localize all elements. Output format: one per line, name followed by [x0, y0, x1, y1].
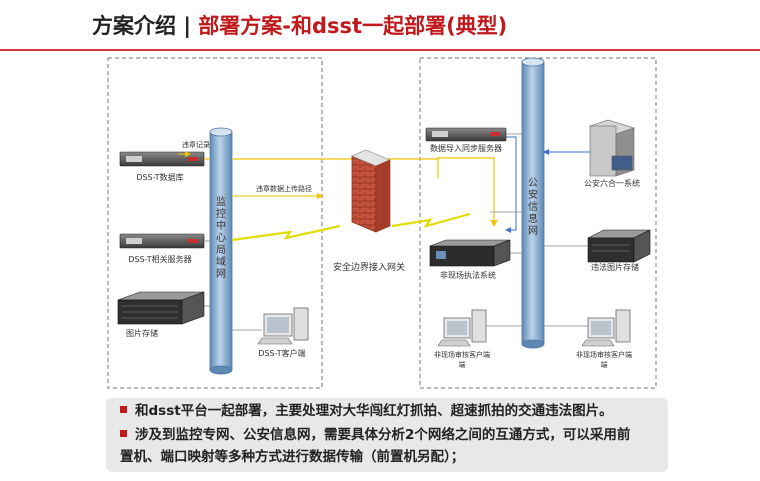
title-separator: | [183, 14, 191, 38]
review-client-2-label: 非现场审核客户端 [576, 350, 632, 359]
dss-db-label: DSS-T数据库 [136, 172, 183, 182]
police-system-label: 公安六合一系统 [584, 178, 640, 188]
notes-panel: 和dsst平台一起部署，主要处理对大华闯红灯抓拍、超速抓拍的交通违法图片。 涉及… [106, 398, 668, 472]
enforcement-system-label: 非现场执法系统 [440, 270, 496, 280]
violation-record-label: 违章记录 [182, 140, 210, 149]
note-line-2: 涉及到监控专网、公安信息网，需要具体分析2个网络之间的互通方式，可以采用前 [135, 427, 631, 443]
title-divider [0, 49, 760, 51]
violation-upload-path-line [232, 157, 494, 226]
title-main: 方案介绍 [92, 14, 176, 38]
lightning-link-icon [391, 212, 471, 228]
violation-image-storage-label: 违法图片存储 [591, 262, 639, 272]
note-bullet-1: 和dsst平台一起部署，主要处理对大华闯红灯抓拍、超速抓拍的交通违法图片。 [120, 400, 613, 422]
storage-array-icon [587, 229, 651, 263]
bullet-square-icon [120, 405, 127, 413]
monitoring-zone-box [107, 57, 323, 389]
note-line-1: 和dsst平台一起部署，主要处理对大华闯红灯抓拍、超速抓拍的交通违法图片。 [135, 403, 613, 419]
firewall-icon [351, 149, 391, 233]
blue-flow-arrow [505, 136, 517, 233]
rack-server-icon [119, 233, 205, 249]
police-net-label: 公安信息网 [528, 178, 538, 237]
violation-upload-path-label: 违章数据上传路径 [256, 184, 312, 193]
title-sub: 部署方案-和dsst一起部署(典型) [198, 14, 508, 38]
monitoring-lan-pipe [209, 127, 233, 375]
review-client-1-label: 非现场审核客户端 [434, 350, 490, 359]
note-line-3-wrap: 置机、端口映射等多种方式进行数据传输（前置机另配）； [120, 446, 464, 468]
monitoring-lan-label: 监控中心局域网 [216, 195, 226, 280]
lightning-link-icon [231, 224, 341, 242]
desktop-pc-icon [581, 309, 631, 347]
rack-server-icon [119, 151, 205, 167]
storage-array-icon [429, 239, 511, 267]
desktop-pc-icon [257, 307, 309, 345]
review-client-2-label-cont: 端 [601, 360, 608, 369]
image-storage-label: 图片存储 [126, 328, 158, 338]
dss-client-label: DSS-T客户端 [258, 348, 305, 358]
note-line-3: 置机、端口映射等多种方式进行数据传输（前置机另配）； [120, 449, 465, 465]
dss-related-server-label: DSS-T相关服务器 [128, 254, 191, 264]
desktop-pc-icon [437, 309, 487, 347]
import-sync-server-label: 数据导入同步服务器 [430, 143, 502, 153]
bullet-square-icon [120, 429, 127, 437]
tower-server-icon [589, 119, 635, 177]
review-client-1-label-cont: 端 [459, 360, 466, 369]
rack-server-icon [425, 127, 507, 142]
note-bullet-2: 涉及到监控专网、公安信息网，需要具体分析2个网络之间的互通方式，可以采用前 [120, 424, 630, 446]
page-title: 方案介绍 | 部署方案-和dsst一起部署(典型) [92, 10, 507, 40]
police-zone-box [419, 57, 657, 389]
police-net-pipe [521, 57, 545, 349]
storage-array-icon [117, 291, 205, 325]
gateway-label: 安全边界接入网关 [333, 261, 405, 273]
